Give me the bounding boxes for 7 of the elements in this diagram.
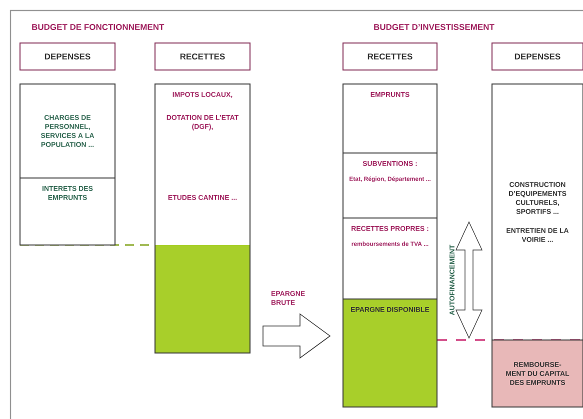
column-header: RECETTES	[154, 42, 250, 70]
column-header: RECETTES	[342, 42, 438, 70]
column-header: DEPENSES	[492, 42, 583, 70]
column-header: DEPENSES	[20, 42, 116, 70]
section-heading: BUDGET D’INVESTISSEMENT	[374, 24, 494, 30]
hollow-arrow	[262, 313, 331, 359]
section-heading: BUDGET DE FONCTIONNEMENT	[32, 24, 164, 30]
